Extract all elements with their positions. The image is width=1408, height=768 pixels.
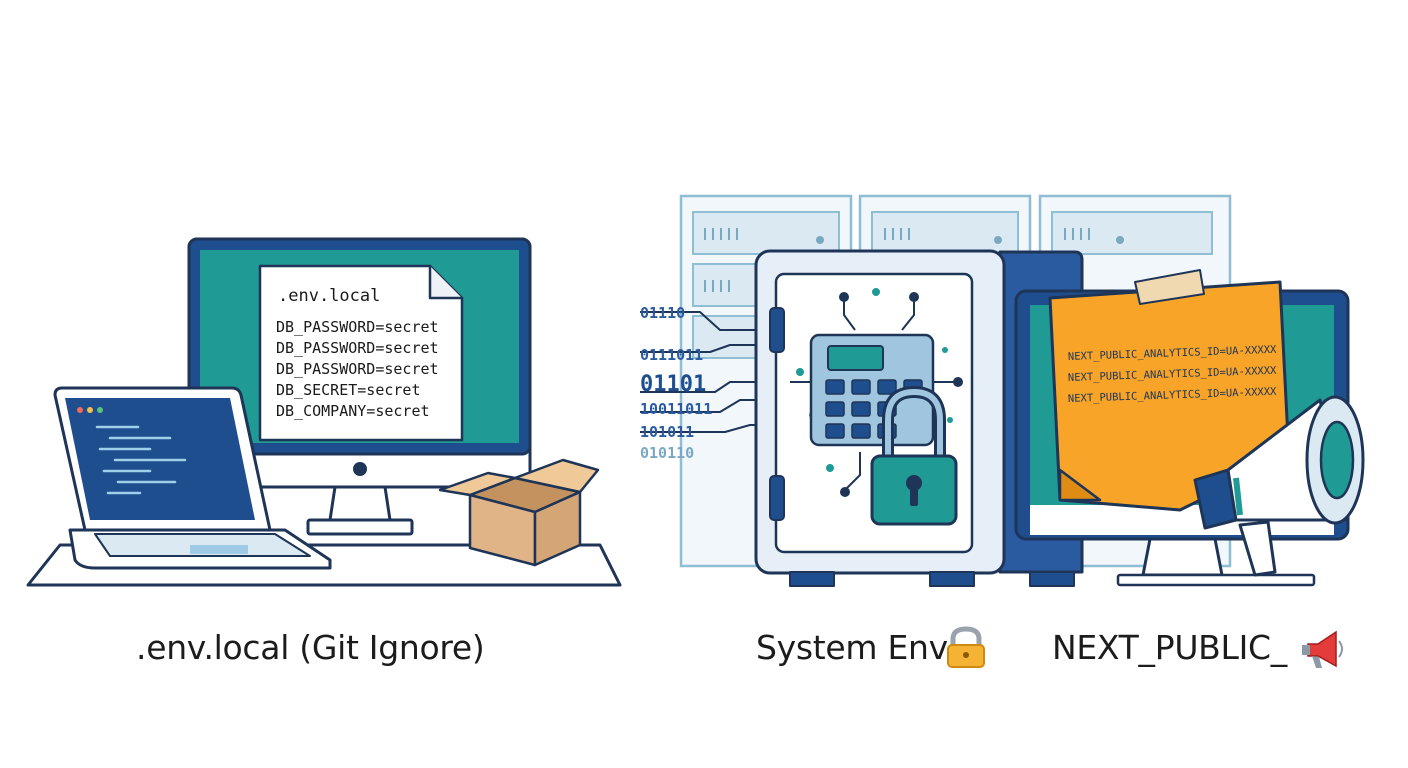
- caption-system-env: System Env: [756, 628, 948, 667]
- binary-line-6: 010110: [640, 444, 694, 462]
- binary-line-3: 01101: [640, 372, 706, 397]
- caption-env-local: .env.local (Git Ignore): [136, 628, 485, 667]
- padlock: [870, 386, 958, 526]
- env-line-4: DB_SECRET=secret: [276, 381, 421, 399]
- lock-icon: [947, 626, 985, 668]
- binary-line-5: 101011: [640, 423, 694, 441]
- sticky-note: [1048, 269, 1292, 512]
- env-line-3: DB_PASSWORD=secret: [276, 360, 439, 378]
- caption-next-public: NEXT_PUBLIC_: [1052, 628, 1287, 667]
- env-file-title: .env.local: [278, 286, 380, 306]
- laptop: [53, 386, 332, 570]
- binary-line-4: 10011011: [640, 400, 712, 418]
- cardboard-box: [438, 458, 600, 567]
- megaphone: [1193, 395, 1365, 577]
- env-line-5: DB_COMPANY=secret: [276, 402, 430, 420]
- public-monitor-scene: NEXT_PUBLIC_ANALYTICS_ID=UA-XXXXX NEXT_P…: [1014, 269, 1365, 587]
- env-line-2: DB_PASSWORD=secret: [276, 339, 439, 357]
- env-file-document: [258, 264, 464, 442]
- binary-line-2: 0111011: [640, 346, 703, 364]
- binary-line-1: 01110: [640, 304, 685, 322]
- megaphone-icon: [1302, 630, 1343, 668]
- left-desk-scene: [26, 237, 622, 587]
- env-line-1: DB_PASSWORD=secret: [276, 318, 439, 336]
